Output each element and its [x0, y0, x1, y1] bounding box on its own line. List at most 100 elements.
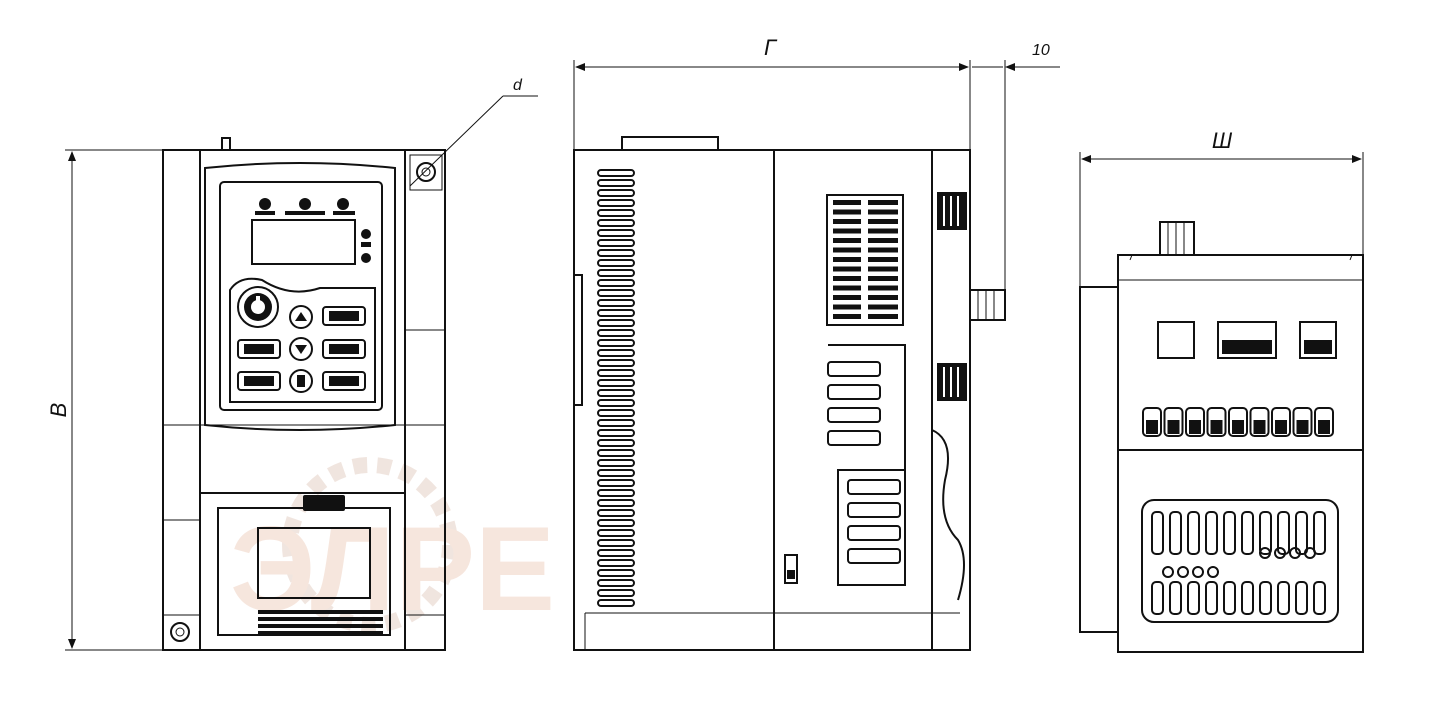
side-vent-slots	[597, 169, 635, 607]
grille-bar	[833, 276, 861, 281]
side-vent-slot	[597, 569, 635, 577]
terminal	[1271, 407, 1291, 437]
watermark-text: ЭЛРЕ	[230, 502, 555, 636]
end-view: Ш	[1079, 128, 1364, 653]
grille-bar	[868, 276, 898, 281]
grille-bar	[833, 238, 861, 243]
end-connector-square	[1157, 321, 1195, 359]
side-serpentine	[828, 344, 906, 586]
side-vent-slot	[597, 339, 635, 347]
led-2	[299, 198, 311, 210]
terminal-screw	[1318, 420, 1330, 434]
grille-bar	[833, 295, 861, 300]
end-side-plate	[1079, 286, 1119, 633]
keypad-panel	[204, 162, 396, 431]
terminal-screw	[1210, 420, 1223, 434]
terminal	[1185, 407, 1205, 437]
terminal	[1206, 407, 1227, 437]
side-vent-slot	[597, 249, 635, 257]
fan-slot	[1187, 511, 1200, 555]
fan-slot	[1241, 511, 1254, 555]
fan-slot	[1295, 581, 1308, 615]
side-vent-slot	[597, 449, 635, 457]
side-body-outline	[573, 149, 971, 651]
mounting-hole-top	[409, 154, 443, 191]
grille-bar	[868, 209, 898, 215]
side-vent-slot	[597, 389, 635, 397]
key-stop	[322, 371, 366, 391]
side-vent-slot	[597, 429, 635, 437]
fan-slot	[1277, 581, 1290, 615]
fan-slot	[1187, 581, 1200, 615]
grille-bar	[868, 295, 898, 300]
grille-bar	[833, 247, 861, 253]
side-vent-slot	[597, 239, 635, 247]
side-vent-slot	[597, 589, 635, 597]
grille-bar	[868, 228, 898, 234]
serpentine-slot	[847, 525, 901, 541]
fan-slot	[1259, 511, 1272, 555]
side-vent-slot	[597, 489, 635, 497]
fan-slot	[1205, 511, 1218, 555]
grille-bar	[868, 314, 898, 319]
grille-bar	[833, 228, 861, 234]
side-vent-slot	[597, 219, 635, 227]
side-vent-slot	[597, 279, 635, 287]
end-terminal-row	[1142, 407, 1334, 437]
height-label: В	[46, 403, 71, 418]
keypad-keys	[237, 305, 366, 393]
grille-bar	[833, 285, 861, 291]
grille-bar	[868, 304, 898, 310]
side-grille-bars	[833, 200, 898, 319]
terminal	[1314, 407, 1334, 437]
side-knob	[969, 289, 1006, 321]
key-up	[289, 305, 313, 329]
terminal	[1292, 407, 1313, 437]
terminal	[1228, 407, 1248, 437]
side-vent-slot	[597, 399, 635, 407]
side-vent-slot	[597, 509, 635, 517]
depth-label: Г	[764, 35, 778, 60]
mounting-hole-bottom	[170, 622, 190, 642]
side-vent-slot	[597, 419, 635, 427]
grille-bar	[868, 266, 898, 272]
led-1	[259, 198, 271, 210]
side-vent-slot	[597, 379, 635, 387]
grille-bar	[833, 304, 861, 310]
key-run	[322, 306, 366, 326]
key-shift	[322, 339, 366, 359]
grille-bar	[868, 238, 898, 243]
serpentine-slot	[827, 407, 881, 423]
grille-bar	[868, 247, 898, 253]
grille-bar	[868, 257, 898, 262]
side-vent-slot	[597, 209, 635, 217]
side-vent-slot	[597, 199, 635, 207]
depth-dimension: Г	[573, 35, 971, 150]
side-view: Г 10	[573, 35, 1060, 651]
key-enter	[289, 369, 313, 393]
side-vent-slot	[597, 189, 635, 197]
width-label: Ш	[1212, 128, 1233, 153]
led-3	[337, 198, 349, 210]
terminal-screw	[1296, 420, 1309, 434]
key-prg	[237, 371, 281, 391]
side-vent-slot	[597, 539, 635, 547]
terminal-screw	[1189, 420, 1201, 434]
fan-slot	[1223, 511, 1236, 555]
side-vent-slot	[597, 599, 635, 607]
end-body-outline	[1117, 254, 1364, 653]
fan-slot	[1151, 511, 1164, 555]
terminal-screw	[1146, 420, 1158, 434]
side-vent-slot	[597, 269, 635, 277]
clearance-dimension: 10	[972, 42, 1060, 290]
side-vent-slot	[597, 289, 635, 297]
serpentine-slot	[847, 548, 901, 564]
side-vent-slot	[597, 319, 635, 327]
grille-bar	[833, 209, 861, 215]
width-dimension: Ш	[1079, 128, 1364, 287]
serpentine-slot	[847, 479, 901, 495]
side-vent-slot	[597, 169, 635, 177]
clearance-label: 10	[1032, 42, 1050, 59]
fan-slot	[1205, 581, 1218, 615]
